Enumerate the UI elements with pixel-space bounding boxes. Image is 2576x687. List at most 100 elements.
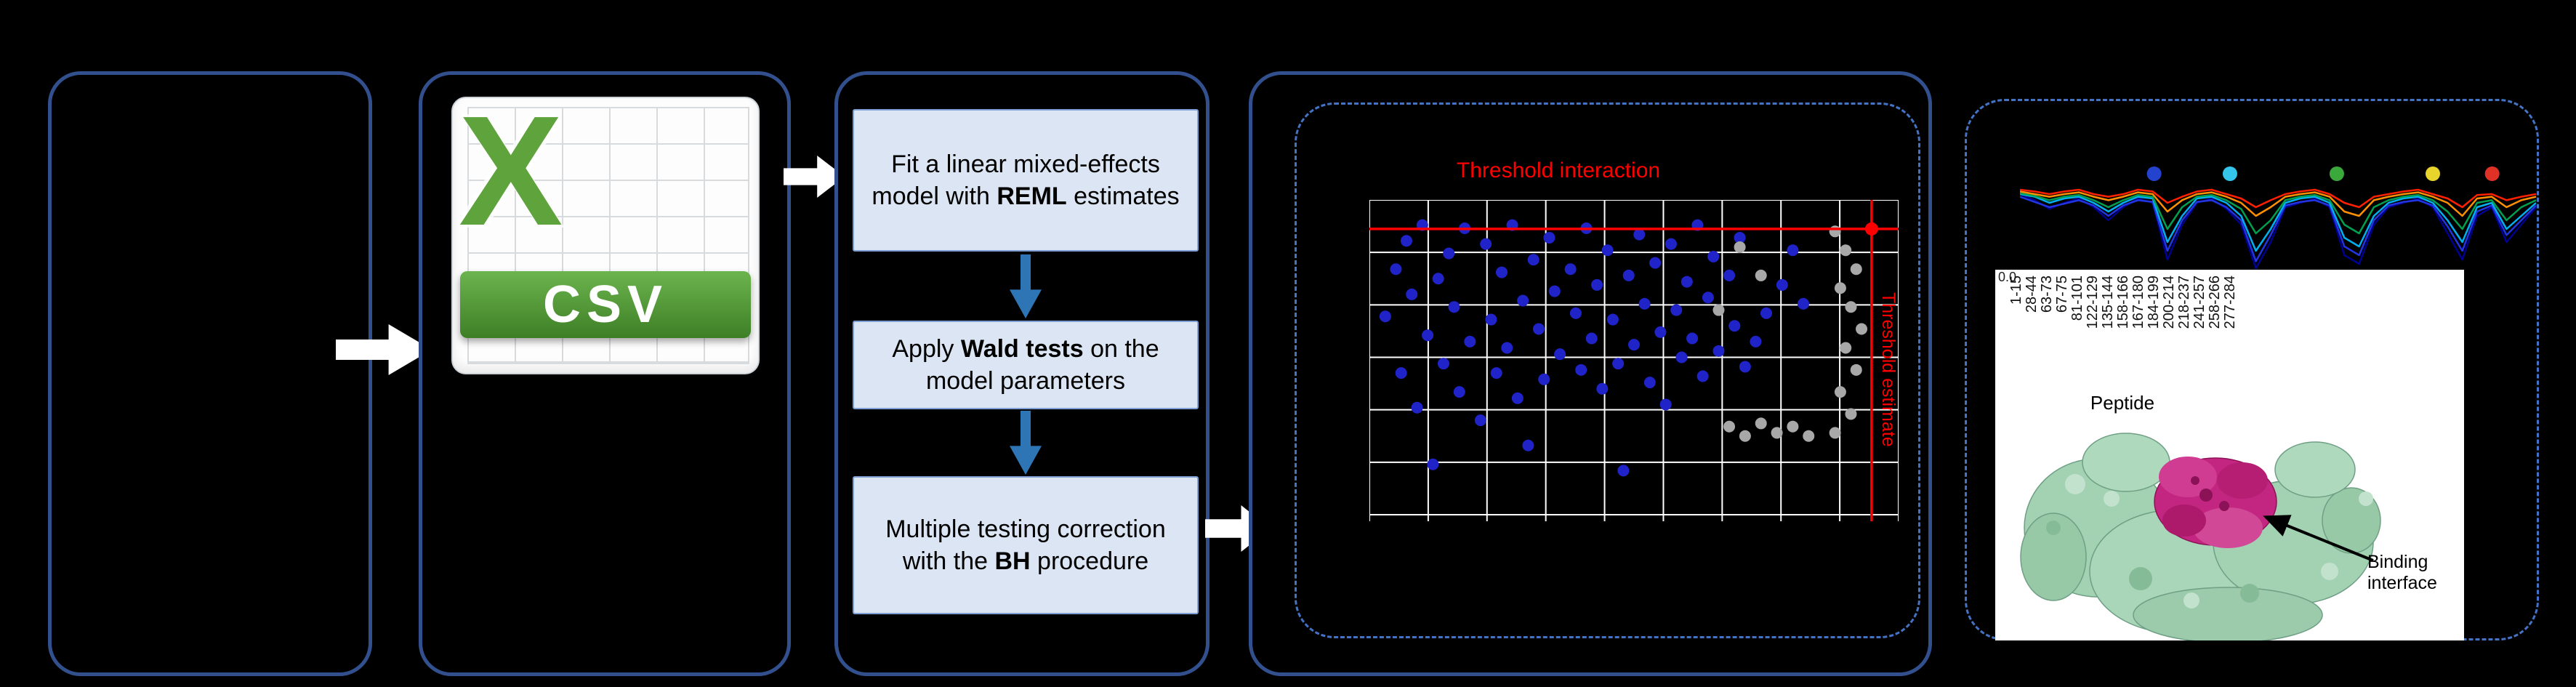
scatter-point-blue	[1443, 247, 1455, 260]
scatter-point-blue	[1453, 386, 1465, 398]
scatter-point-gray	[1834, 386, 1846, 398]
scatter-point-blue	[1543, 231, 1555, 244]
binding-interface-arrow	[2263, 515, 2374, 562]
scatter-point-blue	[1612, 358, 1625, 370]
scatter-point-blue	[1522, 439, 1534, 451]
arrow-down-icon	[1010, 254, 1042, 318]
scatter-point-blue	[1702, 292, 1714, 304]
scatter-point-blue	[1665, 238, 1677, 250]
scatter-point-gray	[1712, 304, 1725, 316]
peptide-tick-label: 63-73	[2039, 276, 2055, 313]
protein-structure-image	[2020, 433, 2381, 640]
scatter-point-blue	[1739, 361, 1751, 373]
scatter-point-blue	[1395, 367, 1407, 379]
scatter-point-blue	[1464, 335, 1476, 347]
binding-interface-label: Binding interface	[2367, 552, 2437, 593]
scatter-point-blue	[1406, 288, 1418, 300]
peptide-tick-label: 167-180	[2130, 276, 2146, 329]
scatter-point-blue	[1490, 367, 1502, 379]
panel-statistics-pipeline: Fit a linear mixed-effects model with RE…	[834, 71, 1209, 676]
peptide-tick-label: 277-284	[2222, 276, 2238, 329]
scatter-point-blue	[1643, 377, 1656, 389]
scatter-point-blue	[1681, 276, 1693, 288]
scatter-point-gray	[1845, 301, 1857, 313]
scatter-point-blue	[1511, 392, 1524, 404]
peptide-tick-label: 1-15	[2008, 276, 2024, 305]
step-text-bold: BH	[994, 547, 1031, 575]
scatter-point-blue	[1606, 313, 1619, 326]
uptake-line-navy	[2020, 193, 2536, 270]
pipeline-step-text: Multiple testing correction with the BH …	[864, 513, 1187, 577]
uptake-line-blue	[2020, 196, 2536, 262]
scatter-point-red	[1864, 222, 1878, 236]
scatter-point-blue	[1485, 313, 1497, 326]
scatter-point-blue	[1696, 370, 1709, 382]
peptide-tick-label: 200-214	[2161, 276, 2177, 329]
scatter-point-blue	[1548, 285, 1561, 297]
step-text-pre: Multiple testing correction with the	[885, 515, 1166, 575]
scatter-point-blue	[1707, 250, 1720, 262]
scatter-point-blue	[1575, 363, 1587, 376]
peptide-tick-label: 184-199	[2146, 276, 2162, 329]
scatter-point-blue	[1723, 269, 1736, 281]
scatter-point-gray	[1771, 427, 1783, 439]
scatter-point-gray	[1840, 244, 1852, 257]
scatter-point-blue	[1480, 238, 1492, 250]
scatter-point-gray	[1755, 269, 1767, 281]
pipeline-step-text: Apply Wald tests on the model parameters	[864, 333, 1187, 397]
scatter-point-blue	[1649, 257, 1662, 269]
timepoint-dot	[2426, 166, 2440, 181]
scatter-point-blue	[1379, 310, 1391, 323]
scatter-point-blue	[1411, 401, 1423, 414]
threshold-estimate-label: Threshold estimate	[1878, 292, 1899, 447]
scatter-point-blue	[1432, 273, 1444, 285]
scatter-point-gray	[1829, 225, 1841, 238]
scatter-point-blue	[1633, 228, 1646, 241]
peptide-axis-title: Peptide	[2090, 392, 2155, 414]
panel-input	[48, 71, 372, 676]
scatter-point-blue	[1591, 278, 1603, 291]
peptide-tick-label: 241-257	[2191, 276, 2207, 329]
timepoint-dot	[2222, 166, 2237, 181]
scatter-point-blue	[1532, 323, 1545, 335]
scatter-point-gray	[1787, 420, 1799, 433]
scatter-point-blue	[1728, 320, 1741, 332]
scatter-point-blue	[1427, 458, 1439, 470]
scatter-point-blue	[1527, 254, 1539, 266]
step-text-pre: Apply	[892, 334, 961, 363]
scatter-point-blue	[1400, 235, 1412, 247]
scatter-point-blue	[1628, 339, 1640, 351]
y-axis-zero-label: 0.0	[1998, 270, 2017, 284]
scatter-point-gray	[1850, 363, 1862, 376]
scatter-point-blue	[1622, 269, 1635, 281]
scatter-point-blue	[1554, 348, 1566, 361]
panel-csv-file: X CSV	[419, 71, 791, 676]
step-text-post: on the model parameters	[925, 334, 1159, 395]
scatter-point-blue	[1787, 244, 1799, 257]
scatter-point-blue	[1596, 382, 1609, 395]
threshold-interaction-label: Threshold interaction	[1456, 158, 1661, 182]
threshold-scatter-plot	[1369, 200, 1899, 521]
pipeline-step-bh-correction: Multiple testing correction with the BH …	[853, 476, 1199, 614]
timepoint-dot	[2146, 166, 2162, 181]
panel-results-scatter: Threshold interaction Threshold estimate	[1249, 71, 1932, 676]
timepoint-dot	[2329, 166, 2344, 181]
scatter-point-blue	[1712, 345, 1725, 357]
scatter-point-gray	[1834, 282, 1846, 294]
csv-ribbon-label: CSV	[542, 276, 669, 334]
uptake-line-cyan	[2020, 193, 2536, 252]
scatter-point-blue	[1496, 266, 1508, 278]
peptide-tick-label: 28-44	[2024, 276, 2040, 313]
peptide-tick-label: 67-75	[2054, 276, 2070, 313]
scatter-point-blue	[1675, 351, 1688, 363]
peptide-tick-label: 81-101	[2069, 276, 2085, 321]
scatter-point-gray	[1755, 417, 1767, 430]
timepoint-dot	[2484, 166, 2500, 181]
scatter-point-blue	[1734, 231, 1746, 244]
deuterium-uptake-line-plot	[2020, 166, 2536, 270]
step-text-post: estimates	[1066, 182, 1180, 210]
step-text-post: procedure	[1030, 547, 1149, 575]
